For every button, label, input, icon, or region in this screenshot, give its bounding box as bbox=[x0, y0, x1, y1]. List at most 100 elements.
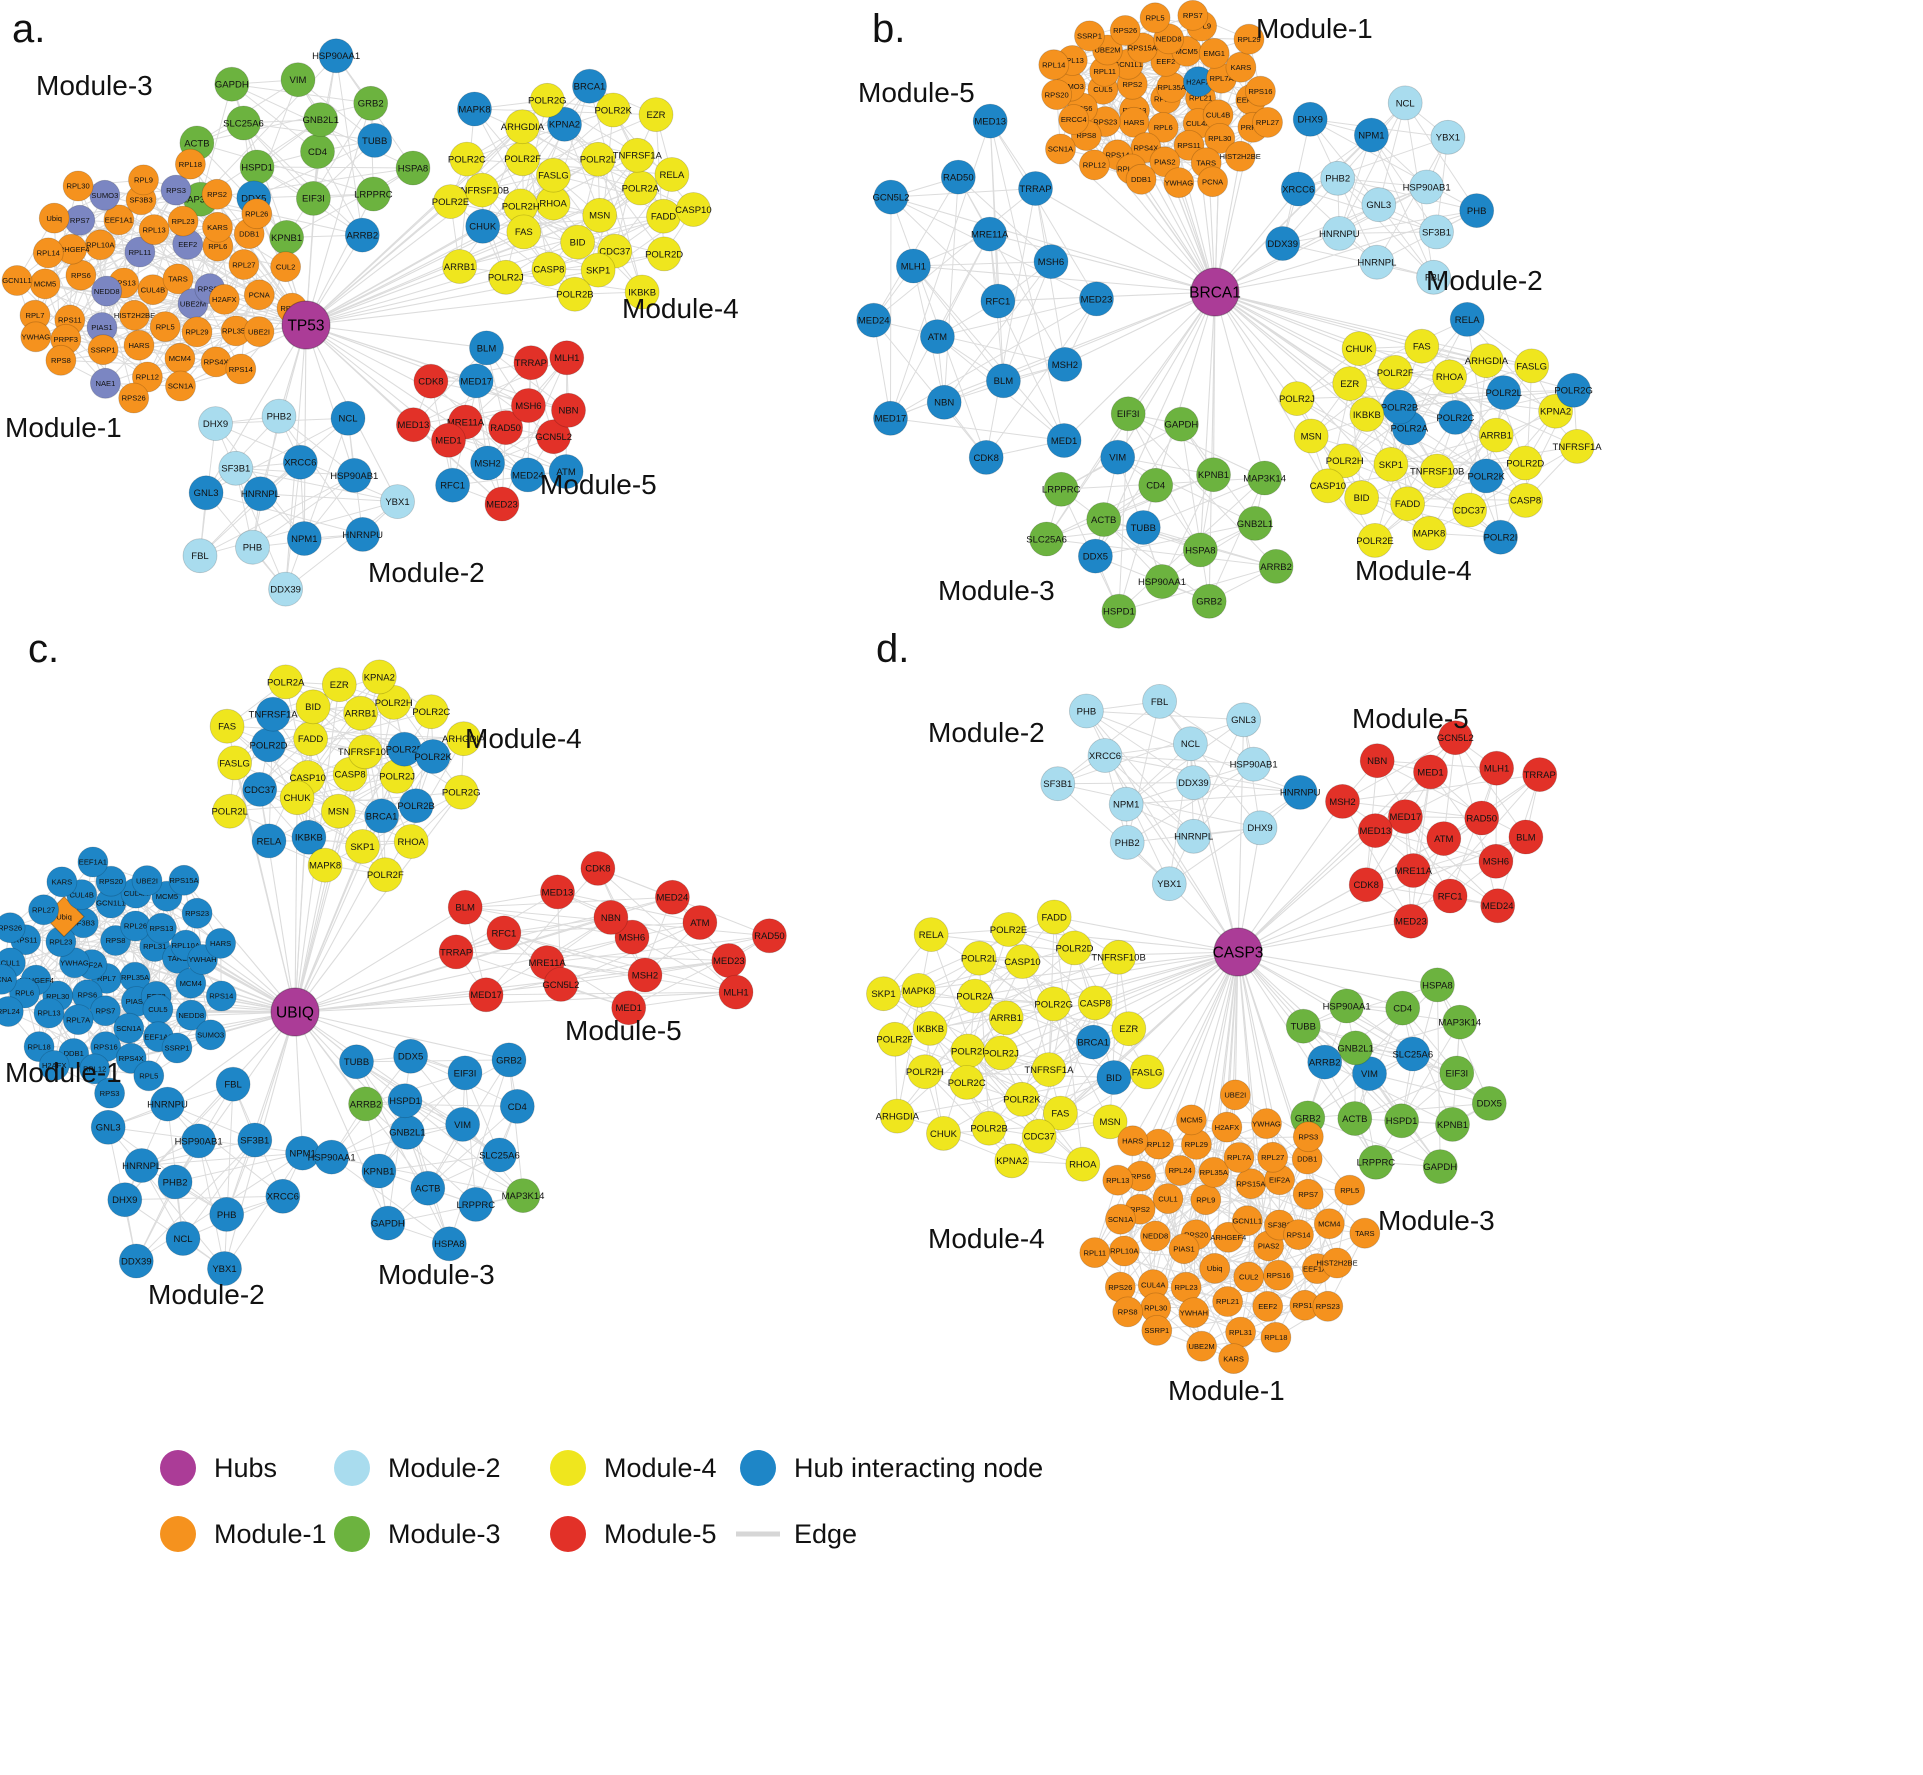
node-label: PCNA bbox=[0, 975, 13, 984]
node-BRCA1: BRCA1 bbox=[572, 68, 607, 104]
node-label: DDB1 bbox=[1297, 1155, 1317, 1164]
node-label: ARHGDIA bbox=[1465, 356, 1509, 367]
node-label: TARS bbox=[1196, 158, 1216, 167]
node-label: XRCC6 bbox=[1089, 751, 1121, 762]
node-GRB2: GRB2 bbox=[353, 85, 389, 121]
node-MED24: MED24 bbox=[510, 457, 546, 493]
node-SCN1A: SCN1A bbox=[113, 1012, 145, 1044]
node-RPL27: RPL27 bbox=[1252, 107, 1283, 138]
node-label: HSP90AB1 bbox=[1230, 760, 1278, 771]
node-CD4: CD4 bbox=[300, 134, 335, 169]
node-label: RPL7 bbox=[97, 974, 116, 983]
node-label: UBE2I bbox=[248, 327, 270, 336]
node-RPL30: RPL30 bbox=[62, 170, 94, 202]
node-label: POLR2C bbox=[948, 1078, 986, 1089]
node-KPNA2: KPNA2 bbox=[547, 106, 582, 142]
node-label: HSP90AB1 bbox=[1403, 182, 1451, 193]
node-label: POLR2F bbox=[1377, 368, 1414, 379]
panel-a: CD4HSPD1GNB2L1EIF3ISLC25A6TUBBDDX5VIMLRP… bbox=[1, 7, 739, 607]
node-label: RPL13 bbox=[37, 1009, 60, 1018]
node-RPL21: RPL21 bbox=[1212, 1286, 1243, 1317]
node-label: DHX9 bbox=[1247, 823, 1272, 834]
node-label: DDX5 bbox=[1477, 1099, 1502, 1110]
node-MSH2: MSH2 bbox=[470, 445, 506, 481]
node-MSN: MSN bbox=[582, 197, 618, 233]
node-label: RPL30 bbox=[46, 992, 69, 1001]
node-label: SKP1 bbox=[586, 266, 610, 277]
node-label: GNB2L1 bbox=[389, 1128, 425, 1139]
node-label: POLR2E bbox=[1356, 536, 1394, 547]
node-RPS26: RPS26 bbox=[0, 912, 26, 944]
node-ARRB1: ARRB1 bbox=[1478, 417, 1514, 453]
node-label: RAD50 bbox=[943, 173, 974, 184]
node-label: YBX1 bbox=[1157, 879, 1181, 890]
node-label: H2AFX bbox=[212, 295, 236, 304]
node-RPL30: RPL30 bbox=[1204, 122, 1236, 154]
node-label: FADD bbox=[1042, 912, 1067, 923]
node-label: PHB bbox=[217, 1210, 237, 1221]
node-label: GNB2L1 bbox=[1337, 1043, 1373, 1054]
node-label: XRCC6 bbox=[1282, 184, 1314, 195]
node-label: ARHGDIA bbox=[876, 1112, 920, 1123]
node-label: RPS6 bbox=[71, 271, 91, 280]
node-label: CUL4B bbox=[1206, 111, 1230, 120]
node-label: HSPD1 bbox=[1386, 1116, 1418, 1127]
legend-label: Hub interacting node bbox=[794, 1453, 1043, 1483]
module-label-module-4: Module-4 bbox=[465, 723, 582, 754]
node-label: RPL13 bbox=[142, 225, 165, 234]
node-label: PHB2 bbox=[267, 412, 292, 423]
node-POLR2C: POLR2C bbox=[448, 141, 486, 177]
node-label: MRE11A bbox=[971, 230, 1009, 241]
node-label: CDC37 bbox=[1024, 1132, 1055, 1143]
node-GCN5L2: GCN5L2 bbox=[535, 419, 572, 455]
node-NPM1: NPM1 bbox=[1354, 117, 1389, 153]
node-EMG1: EMG1 bbox=[1198, 38, 1230, 69]
node-CDC37: CDC37 bbox=[1452, 492, 1487, 528]
node-label: KPNB1 bbox=[363, 1166, 394, 1177]
node-label: MED1 bbox=[1417, 767, 1443, 778]
node-label: RPL5 bbox=[139, 1072, 158, 1081]
node-FBL: FBL bbox=[182, 538, 218, 574]
node-HNRNPU: HNRNPU bbox=[342, 517, 383, 552]
node-label: CASP10 bbox=[1004, 957, 1040, 968]
node-RPS6: RPS6 bbox=[65, 259, 97, 291]
node-ACTB: ACTB bbox=[410, 1170, 446, 1206]
node-HNRNPL: HNRNPL bbox=[122, 1148, 161, 1183]
node-label: HSPD1 bbox=[241, 162, 273, 173]
node-GAPDH: GAPDH bbox=[214, 66, 250, 102]
node-label: HSP90AA1 bbox=[312, 51, 360, 62]
legend-label: Module-4 bbox=[604, 1453, 717, 1483]
module-label-module-2: Module-2 bbox=[928, 717, 1045, 748]
node-label: GCN1L1 bbox=[1233, 1216, 1263, 1225]
node-MLH1: MLH1 bbox=[549, 340, 585, 376]
node-BRCA1: BRCA1 bbox=[1075, 1024, 1111, 1060]
node-MED23: MED23 bbox=[711, 943, 747, 978]
node-label: HSP90AB1 bbox=[330, 471, 378, 482]
node-HSP90AB1: HSP90AB1 bbox=[1403, 169, 1451, 205]
node-label: RPL9 bbox=[1196, 1195, 1215, 1204]
node-label: RPL7A bbox=[1209, 74, 1234, 83]
node-GAPDH: GAPDH bbox=[1164, 406, 1199, 442]
node-label: UBE2M bbox=[1094, 46, 1120, 55]
node-label: ATM bbox=[928, 332, 947, 343]
node-SKP1: SKP1 bbox=[345, 829, 380, 864]
node-label: GAPDH bbox=[1165, 420, 1199, 431]
node-RPL10A: RPL10A bbox=[84, 229, 116, 261]
node-label: RPS3 bbox=[100, 1089, 120, 1098]
node-label: RPL12 bbox=[136, 373, 159, 382]
node-label: MSH6 bbox=[515, 401, 541, 412]
node-POLR2D: POLR2D bbox=[645, 236, 683, 272]
node-RPL5: RPL5 bbox=[1334, 1174, 1366, 1206]
node-label: HARS bbox=[1122, 1137, 1143, 1146]
node-ATM: ATM bbox=[1426, 821, 1462, 856]
node-RPL14: RPL14 bbox=[32, 237, 64, 269]
node-label: EZR bbox=[330, 680, 349, 691]
node-FAS: FAS bbox=[209, 708, 245, 744]
node-label: HIST2H2BE bbox=[114, 311, 155, 320]
node-label: RPS14 bbox=[229, 365, 253, 374]
node-label: Ubiq bbox=[46, 214, 62, 223]
node-RPS8: RPS8 bbox=[45, 344, 77, 376]
node-label: ACTB bbox=[1342, 1114, 1367, 1125]
